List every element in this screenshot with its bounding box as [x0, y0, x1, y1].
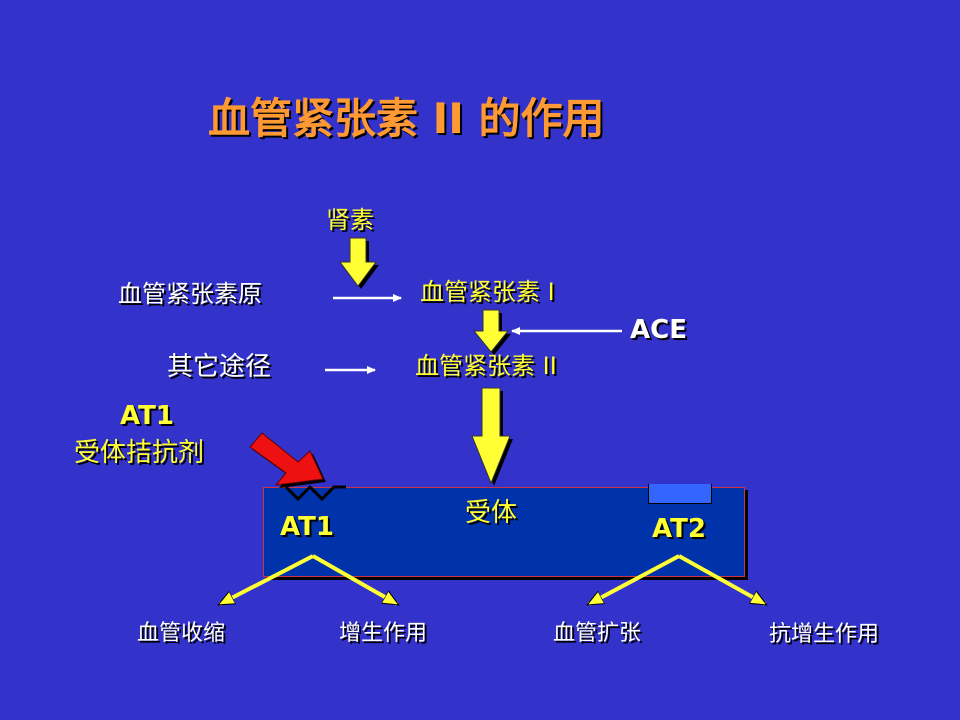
at1-binding-site — [284, 484, 346, 502]
angiotensinogen-label: 血管紧张素原 — [118, 280, 262, 308]
at1-vasoconstriction-arrow — [220, 554, 314, 606]
at2-vasodilation-arrow — [589, 554, 680, 606]
renin-arrow-shape — [339, 237, 377, 287]
at1-proliferation-arrow — [312, 554, 397, 606]
effect-proliferation: 增生作用 — [339, 621, 428, 646]
effect-vasoconstriction: 血管收缩 — [137, 621, 226, 646]
receptor-binding-arrow — [471, 387, 511, 485]
slide-title: 血管紧张素 II 的作用 — [208, 94, 605, 143]
angiotensin-1-label: 血管紧张素 I — [420, 278, 555, 306]
angiotensin-2-label: 血管紧张素 II — [415, 352, 557, 380]
effect-vasodilation: 血管扩张 — [553, 621, 642, 646]
antagonist-arrow — [249, 432, 324, 486]
at2-anti-proliferation-arrow — [678, 554, 765, 606]
other-pathways-label: 其它途径 — [167, 352, 272, 382]
ace-label: ACE — [630, 315, 687, 345]
at2-label: AT2 — [652, 514, 706, 544]
effect-anti-proliferation: 抗增生作用 — [769, 622, 880, 647]
receptor-label: 受体 — [465, 498, 518, 528]
antagonist-label-line1: AT1 — [120, 401, 174, 431]
renin-label: 肾素 — [326, 206, 374, 234]
at1-label: AT1 — [280, 512, 334, 542]
conversion-arrow-2 — [472, 309, 510, 353]
antagonist-label-line2: 受体拮抗剂 — [74, 438, 205, 468]
at2-binding-site — [648, 484, 712, 504]
